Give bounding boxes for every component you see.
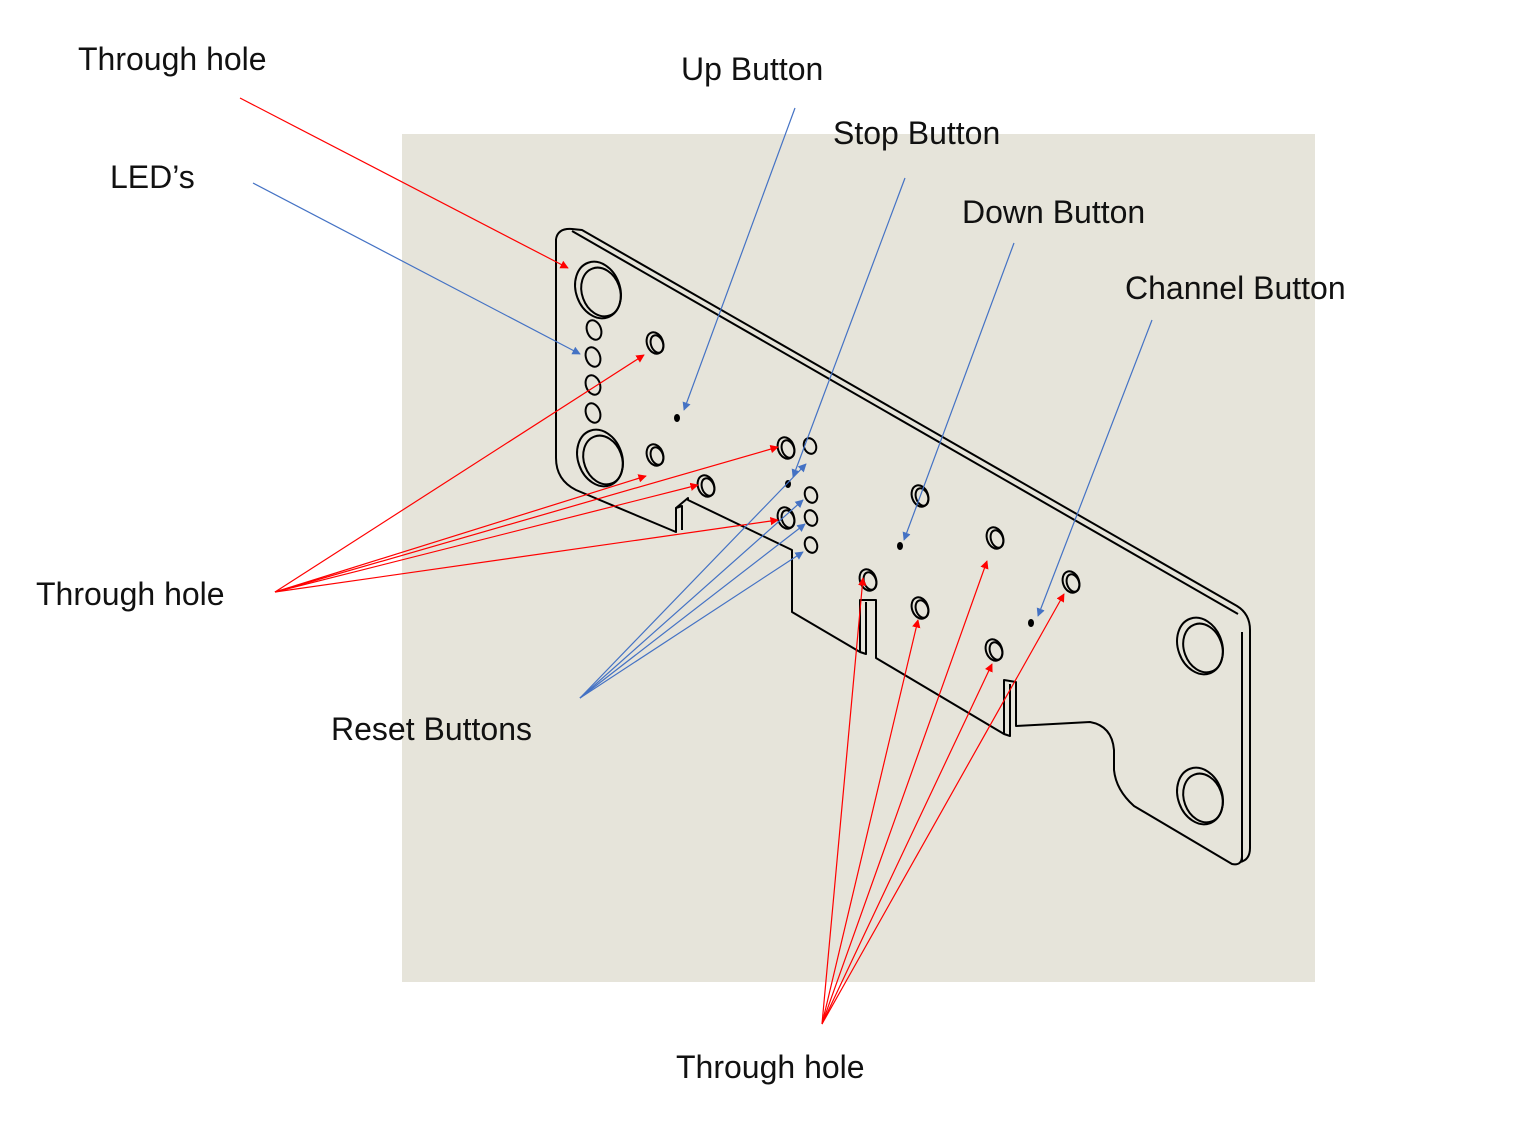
label-through-hole-bottom: Through hole [676, 1049, 865, 1085]
label-stop-button: Stop Button [833, 115, 1000, 151]
through-hole-small [910, 596, 930, 620]
label-leds: LED’s [110, 159, 195, 195]
reset-button-leader-arrow [579, 463, 807, 699]
led-hole [584, 374, 602, 396]
label-through-hole-left: Through hole [36, 576, 225, 612]
reset-button-hole [803, 509, 819, 527]
label-channel-button: Channel Button [1125, 270, 1346, 306]
channel-button-pin [1028, 619, 1034, 627]
plate-top-edge-inner [571, 230, 1239, 615]
leader-arrow [821, 560, 989, 1025]
leader-arrow [821, 577, 867, 1025]
stop-button-pin [785, 480, 791, 488]
leds-leader-arrow [252, 182, 581, 355]
reset-button-leader-arrow [579, 499, 804, 699]
through-hole-small [910, 484, 930, 508]
through-hole-large-bottom-left [576, 428, 624, 488]
stop-button-leader-arrow [791, 177, 906, 478]
leader-arrow [274, 516, 779, 593]
led-hole [584, 346, 602, 368]
led-hole [584, 402, 602, 424]
plate-outline [555, 239, 1243, 866]
down-button-pin [897, 542, 903, 550]
channel-button-leader-arrow [1036, 319, 1153, 617]
through-hole-small [985, 526, 1005, 550]
through-hole-small [645, 331, 665, 355]
reset-button-hole [803, 486, 819, 504]
label-through-hole-top-left: Through hole [78, 41, 267, 77]
plate-part [555, 227, 1251, 866]
label-down-button: Down Button [962, 194, 1145, 230]
reset-button-leader-arrow [579, 551, 804, 699]
through-hole-small [645, 443, 665, 467]
leader-arrow [821, 619, 921, 1025]
plate-top-edge [555, 227, 1251, 631]
leader-arrow [274, 445, 779, 593]
through-hole-large-top-left [574, 260, 622, 320]
up-button-pin [674, 414, 680, 422]
leader-arrow [821, 593, 1065, 1025]
through-hole-large-bottom-right [1176, 766, 1224, 826]
label-reset-buttons: Reset Buttons [331, 711, 532, 747]
reset-button-leader-arrow [579, 523, 806, 699]
leader-arrow [239, 97, 569, 269]
leader-arrow [274, 482, 699, 593]
led-hole [585, 319, 603, 341]
leader-arrow [274, 354, 645, 593]
reset-button-hole [803, 536, 819, 554]
through-hole-large-top-right [1176, 616, 1224, 676]
drawing-panel [402, 134, 1315, 982]
down-button-leader-arrow [902, 242, 1015, 541]
through-hole-small [1061, 570, 1081, 594]
through-hole-leaders [239, 97, 1065, 1025]
label-up-button: Up Button [681, 51, 823, 87]
through-hole-small [984, 638, 1004, 662]
button-pins [674, 414, 1034, 627]
leader-arrow [821, 663, 993, 1025]
leader-arrow [274, 474, 647, 593]
up-button-leader-arrow [682, 107, 796, 411]
component-leaders [252, 107, 1153, 699]
